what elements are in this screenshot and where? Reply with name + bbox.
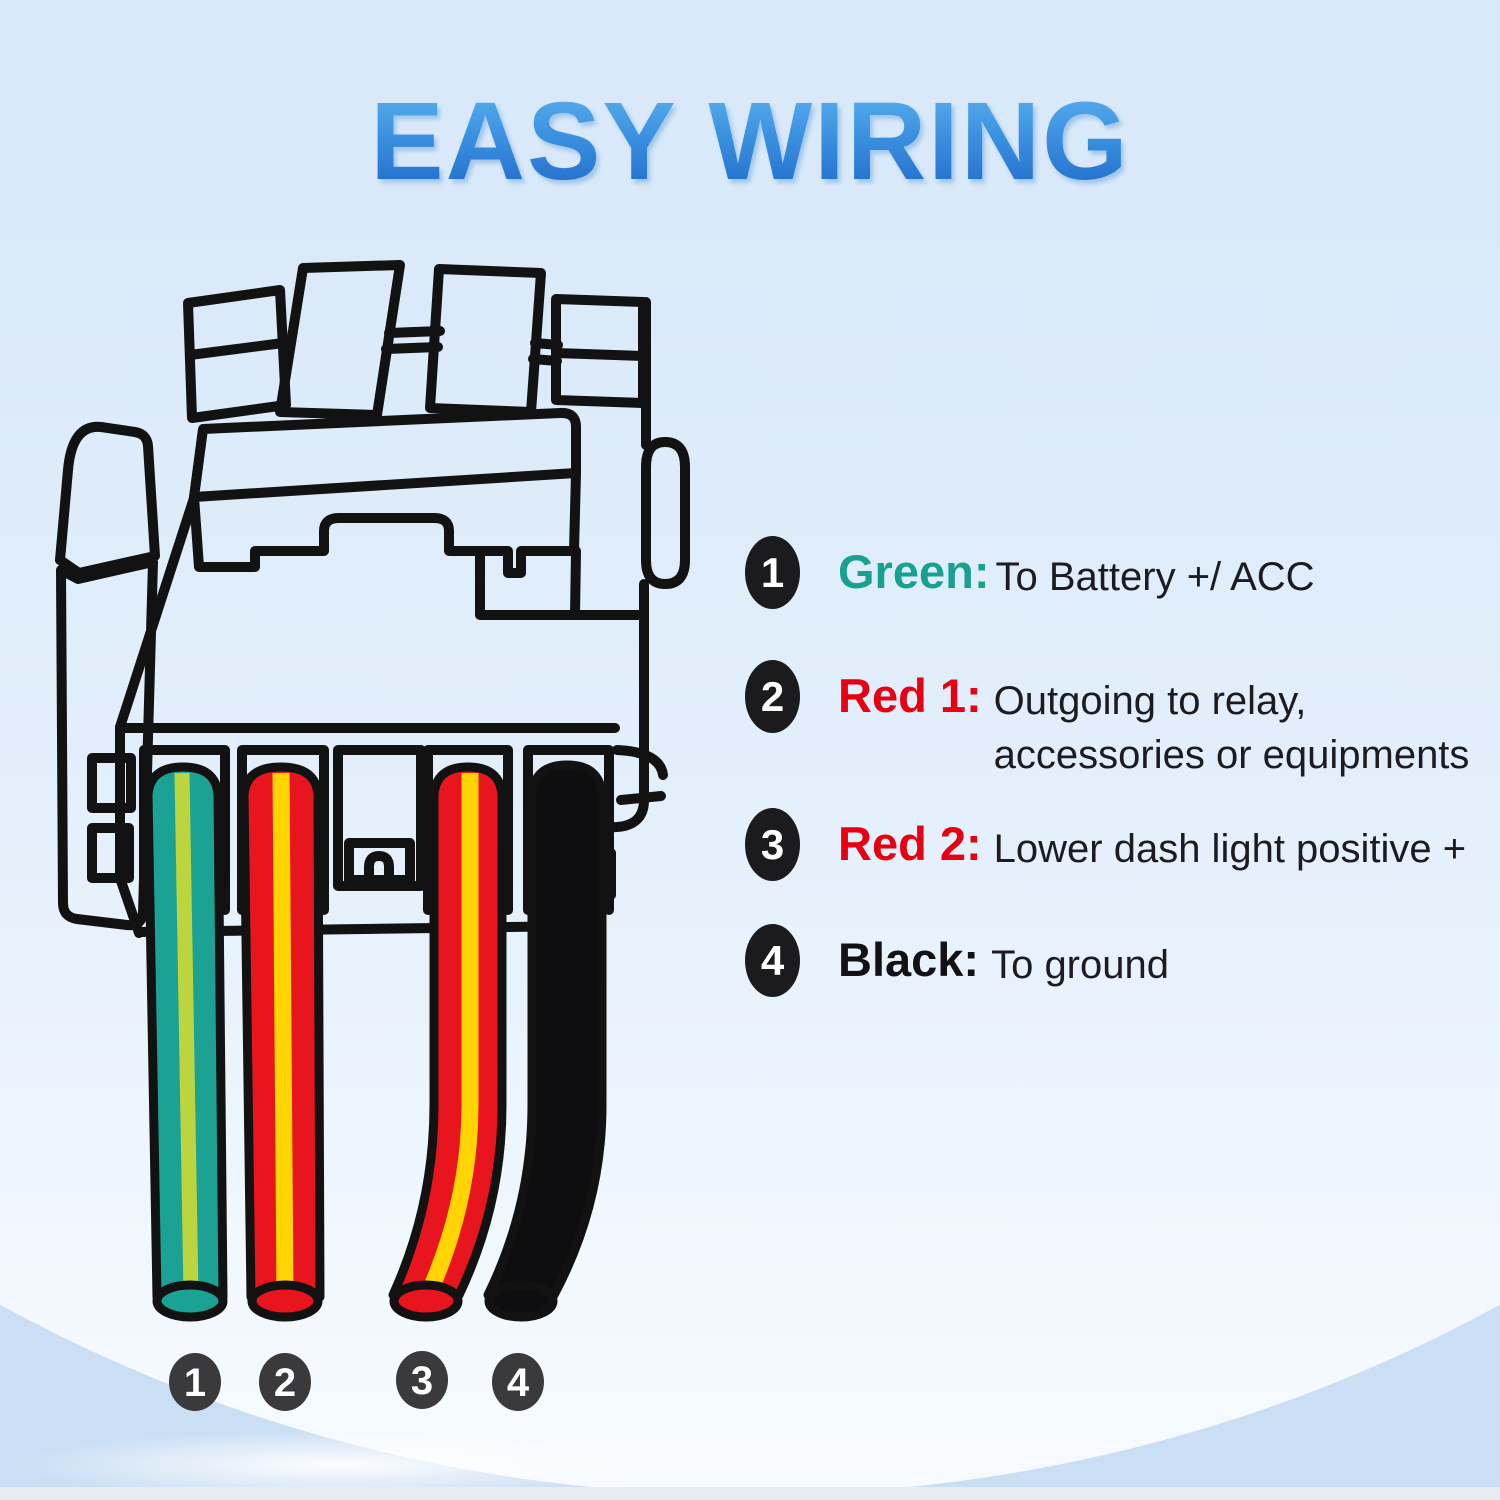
page-title: EASY WIRING bbox=[0, 78, 1500, 205]
socket-3-inner-arch bbox=[364, 851, 394, 885]
tab-1-midline bbox=[185, 338, 288, 360]
legend-desc-red1-line1: Outgoing to relay, bbox=[993, 679, 1307, 723]
legend-desc-black: To ground bbox=[991, 943, 1169, 987]
legend-desc-red1: Outgoing to relay, accessories or equipm… bbox=[994, 674, 1470, 782]
connector-diagram: 1 2 3 4 bbox=[55, 260, 690, 1411]
legend-label-black: Black: bbox=[838, 933, 980, 986]
legend-badge-3: 3 bbox=[745, 808, 800, 881]
socket-3-empty bbox=[333, 745, 426, 891]
wire-number-badges: 1 2 3 4 bbox=[169, 1351, 544, 1411]
right-pill-latch bbox=[641, 437, 690, 589]
left-trunk-wall bbox=[115, 493, 199, 732]
legend-desc-red1-line2: accessories or equipments bbox=[993, 733, 1470, 777]
socket-4 bbox=[423, 745, 513, 915]
wire-2-number: 2 bbox=[274, 1361, 296, 1405]
legend-label-red2: Red 2: bbox=[838, 817, 982, 870]
legend-row-black: 4 Black: To ground bbox=[745, 924, 1169, 997]
housing-band bbox=[189, 407, 581, 502]
wire-3-badge bbox=[396, 1351, 448, 1409]
wire-3-number: 3 bbox=[411, 1359, 433, 1403]
wire-red-1 bbox=[239, 762, 325, 1322]
legend-desc-red2: Lower dash light positive + bbox=[993, 827, 1467, 871]
right-cheek-ledge bbox=[475, 546, 649, 620]
socket-3-inner bbox=[344, 838, 415, 885]
wire-4-badge bbox=[492, 1353, 544, 1411]
right-hook-arc bbox=[612, 745, 668, 805]
legend-row-red2: 3 Red 2: Lower dash light positive + bbox=[745, 808, 1466, 881]
tab-2 bbox=[275, 260, 405, 420]
wire-red-2 bbox=[388, 762, 507, 1322]
legend-row-red1: 2 Red 1: Outgoing to relay, accessories … bbox=[745, 660, 1469, 782]
wire-black bbox=[483, 760, 607, 1322]
tab-4-midline bbox=[551, 348, 648, 361]
wire-green bbox=[143, 762, 228, 1322]
wire-1-badge bbox=[169, 1353, 221, 1411]
wire-2-badge bbox=[259, 1353, 311, 1411]
wire-4-number: 4 bbox=[507, 1361, 530, 1405]
left-step-1 bbox=[87, 753, 136, 813]
background-bottom-strip bbox=[0, 1487, 1500, 1500]
legend-badge-2: 2 bbox=[745, 660, 800, 733]
legend-desc-green: To Battery +/ ACC bbox=[995, 555, 1315, 599]
legend-label-red1: Red 1: bbox=[838, 669, 982, 722]
wire-1-number: 1 bbox=[184, 1361, 206, 1405]
left-wing-upper bbox=[55, 421, 160, 578]
legend-badge-4: 4 bbox=[745, 924, 800, 997]
legend-label-green: Green: bbox=[838, 545, 990, 598]
tab-3 bbox=[425, 264, 546, 417]
legend-badge-1: 1 bbox=[745, 536, 800, 609]
legend-row-green: 1 Green: To Battery +/ ACC bbox=[745, 536, 1315, 609]
left-step-2 bbox=[87, 823, 134, 883]
socket-1 bbox=[139, 745, 230, 915]
